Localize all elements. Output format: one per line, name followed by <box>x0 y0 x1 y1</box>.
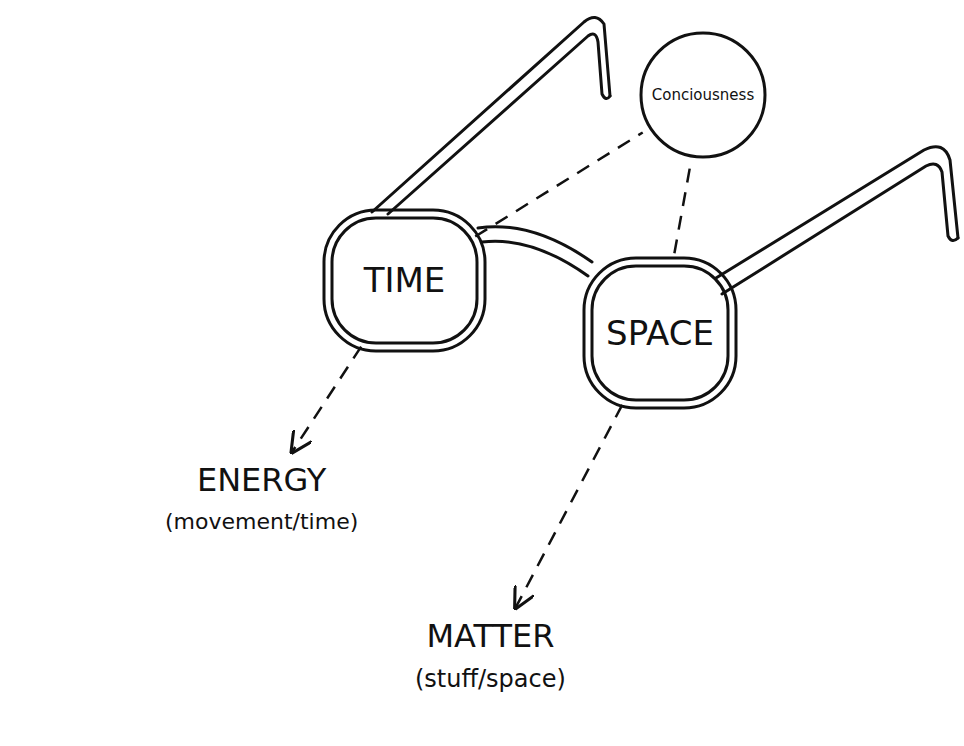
text-node: MATTER (stuff/space) <box>409 613 572 698</box>
node-label: TIME <box>364 260 446 301</box>
circle-line <box>641 33 765 157</box>
dashed-connector <box>292 347 361 452</box>
bridge-inner <box>482 241 588 276</box>
dashed-connector <box>674 165 690 253</box>
dashed-connector <box>516 405 623 608</box>
lens-node: TIME <box>322 208 487 353</box>
dashed-connector <box>475 132 642 236</box>
lens-node: SPACE <box>582 256 738 410</box>
node-label: Conciousness <box>652 86 754 104</box>
lens-rim-inner <box>592 266 728 400</box>
node-label: MATTER <box>426 617 554 655</box>
lens-rim <box>584 258 736 408</box>
right-temple <box>716 147 958 278</box>
right-temple-inner <box>722 164 958 294</box>
node-subtitle: (movement/time) <box>165 509 358 535</box>
node-label: SPACE <box>606 313 714 354</box>
bridge <box>478 227 592 262</box>
left-temple-inner <box>388 34 610 214</box>
text-node: ENERGY (movement/time) <box>159 457 364 540</box>
node-subtitle: (stuff/space) <box>415 665 566 694</box>
circle-node: Conciousness <box>638 30 768 160</box>
node-label: ENERGY <box>197 461 326 499</box>
lens-rim <box>324 210 485 351</box>
lens-rim-inner <box>332 218 477 343</box>
